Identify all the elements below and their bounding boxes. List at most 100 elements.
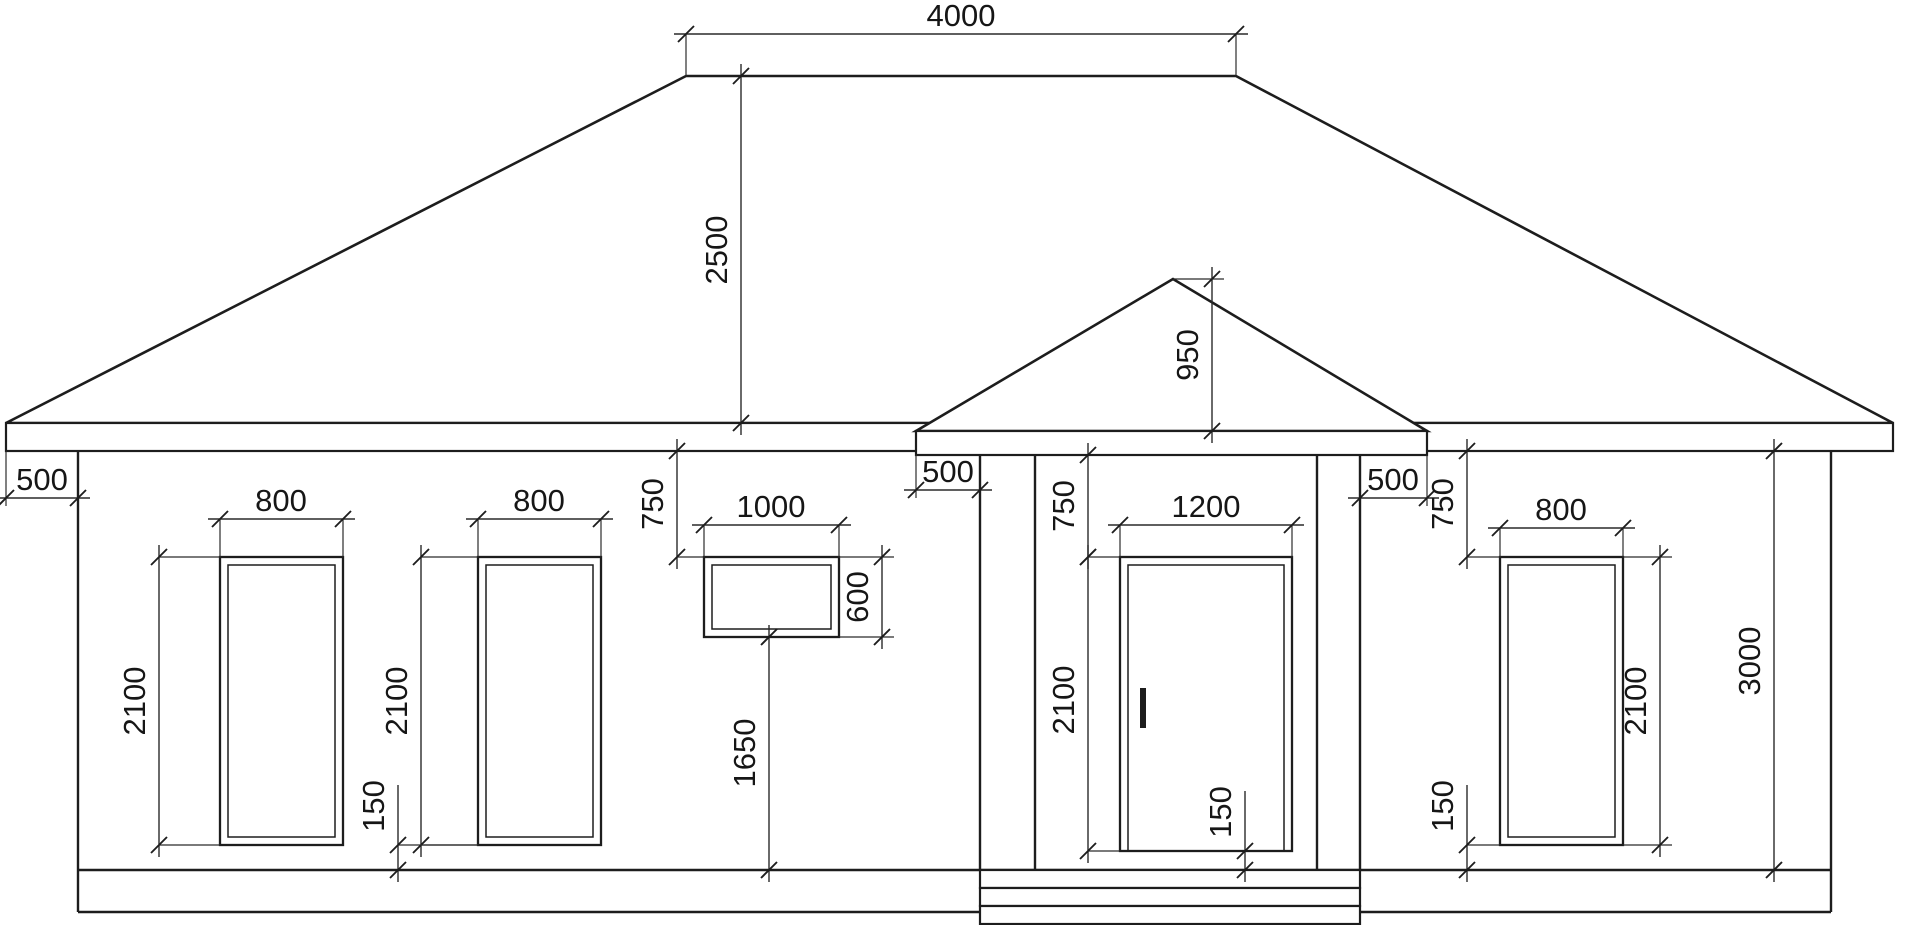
tick-line	[1765, 442, 1783, 460]
dim-door-width: 1200	[1108, 489, 1304, 557]
dim-window1-width: 800	[208, 483, 355, 557]
dim-label-small-window-sill-height: 1650	[727, 719, 762, 788]
tick-line	[69, 489, 87, 507]
window-1	[218, 555, 345, 847]
tick-line	[1236, 861, 1254, 879]
tick-line	[1079, 842, 1097, 860]
dimensions: 4000 2500 950 500 800 2100 800 2100 150 750 1000 60…	[0, 0, 1783, 882]
dim-porch-left-overhang: 500	[904, 454, 992, 499]
tick-line	[1458, 836, 1476, 854]
dim-label-window2-width: 800	[513, 483, 565, 518]
tick-line	[334, 510, 352, 528]
dim-label-window4-width: 800	[1535, 492, 1587, 527]
dim-label-main-roof-height: 2500	[699, 216, 734, 285]
tick-line	[971, 481, 989, 499]
dim-label-door-top-offset: 750	[1046, 480, 1081, 532]
tick-line	[1079, 446, 1097, 464]
dim-label-window1-height: 2100	[117, 667, 152, 736]
tick-line	[1418, 489, 1436, 507]
window-4-glass	[1507, 564, 1616, 838]
dim-label-small-window-width: 1000	[737, 489, 806, 524]
dim-label-door-bottom-offset: 150	[1203, 786, 1238, 838]
dim-label-small-window-top-offset: 750	[635, 478, 670, 530]
dim-main-roof-height: 2500	[699, 64, 750, 435]
dim-small-window-height: 600	[839, 545, 894, 649]
tick-line	[469, 510, 487, 528]
tick-line	[873, 548, 891, 566]
small-window	[702, 555, 841, 639]
porch-eave-fascia	[914, 429, 1429, 457]
dim-door-top-offset: 750	[1046, 443, 1120, 569]
window-2	[476, 555, 603, 847]
dim-window4-sill-offset: 150	[1425, 780, 1500, 882]
tick-line	[732, 67, 750, 85]
dim-window2-width: 800	[466, 483, 613, 557]
tick-line	[412, 548, 430, 566]
tick-line	[1079, 548, 1097, 566]
dim-roof-top-width: 4000	[674, 0, 1248, 76]
dim-label-roof-top-width: 4000	[927, 0, 996, 33]
entry-door	[1118, 555, 1294, 853]
dim-label-door-height: 2100	[1046, 666, 1081, 735]
main-roof-outline	[5, 74, 1894, 425]
tick-line	[1283, 516, 1301, 534]
window-1-glass	[227, 564, 336, 838]
step-3	[978, 904, 1362, 925]
step-2	[978, 886, 1362, 908]
tick-line	[732, 414, 750, 432]
tick-line	[760, 861, 778, 879]
dim-label-window1-width: 800	[255, 483, 307, 518]
dim-label-window2-height: 2100	[379, 667, 414, 736]
tick-line	[1203, 422, 1221, 440]
dim-window2-sill-offset: 150	[356, 780, 478, 882]
dim-label-wall-height: 3000	[1732, 627, 1767, 696]
tick-line	[1651, 836, 1669, 854]
dim-door-height: 2100	[1046, 545, 1120, 863]
tick-line	[695, 516, 713, 534]
tick-line	[1491, 519, 1509, 537]
tick-line	[1236, 842, 1254, 860]
tick-line	[150, 548, 168, 566]
dim-label-window2-sill-offset: 150	[356, 780, 391, 832]
dim-porch-right-overhang: 500	[1348, 455, 1439, 507]
window-4	[1498, 555, 1625, 847]
main-roof	[4, 74, 1895, 453]
dim-label-window4-sill-offset: 150	[1425, 780, 1460, 832]
dim-left-eave-overhang: 500	[0, 451, 90, 507]
window-2-glass	[485, 564, 594, 838]
walls	[76, 451, 1833, 914]
tick-line	[668, 548, 686, 566]
tick-line	[1111, 516, 1129, 534]
dim-porch-roof-height: 950	[1170, 267, 1224, 443]
tick-line	[592, 510, 610, 528]
tick-line	[1458, 861, 1476, 879]
tick-line	[907, 481, 925, 499]
tick-line	[760, 628, 778, 646]
tick-line	[389, 861, 407, 879]
dim-label-porch-roof-height: 950	[1170, 329, 1205, 381]
window-2-frame	[476, 555, 603, 847]
dim-wall-height: 3000	[1732, 439, 1783, 882]
dim-window1-height: 2100	[117, 545, 220, 857]
window-4-frame	[1498, 555, 1625, 847]
porch-roof	[911, 277, 1432, 457]
tick-line	[1203, 270, 1221, 288]
dim-label-window4-top-offset: 750	[1425, 478, 1460, 530]
tick-line	[677, 25, 695, 43]
tick-line	[1651, 548, 1669, 566]
door-frame	[1118, 555, 1294, 853]
tick-line	[150, 836, 168, 854]
tick-line	[873, 628, 891, 646]
door-leaf	[1127, 564, 1285, 852]
door-handle	[1140, 688, 1146, 728]
porch-posts	[978, 455, 1362, 870]
tick-line	[211, 510, 229, 528]
tick-line	[1458, 442, 1476, 460]
small-window-frame	[702, 555, 841, 639]
dim-label-left-eave-overhang: 500	[16, 462, 68, 497]
dim-window4-width: 800	[1488, 492, 1635, 557]
dim-small-window-sill-height: 1650	[727, 625, 778, 882]
tick-line	[1351, 489, 1369, 507]
dim-label-window4-height: 2100	[1618, 667, 1653, 736]
